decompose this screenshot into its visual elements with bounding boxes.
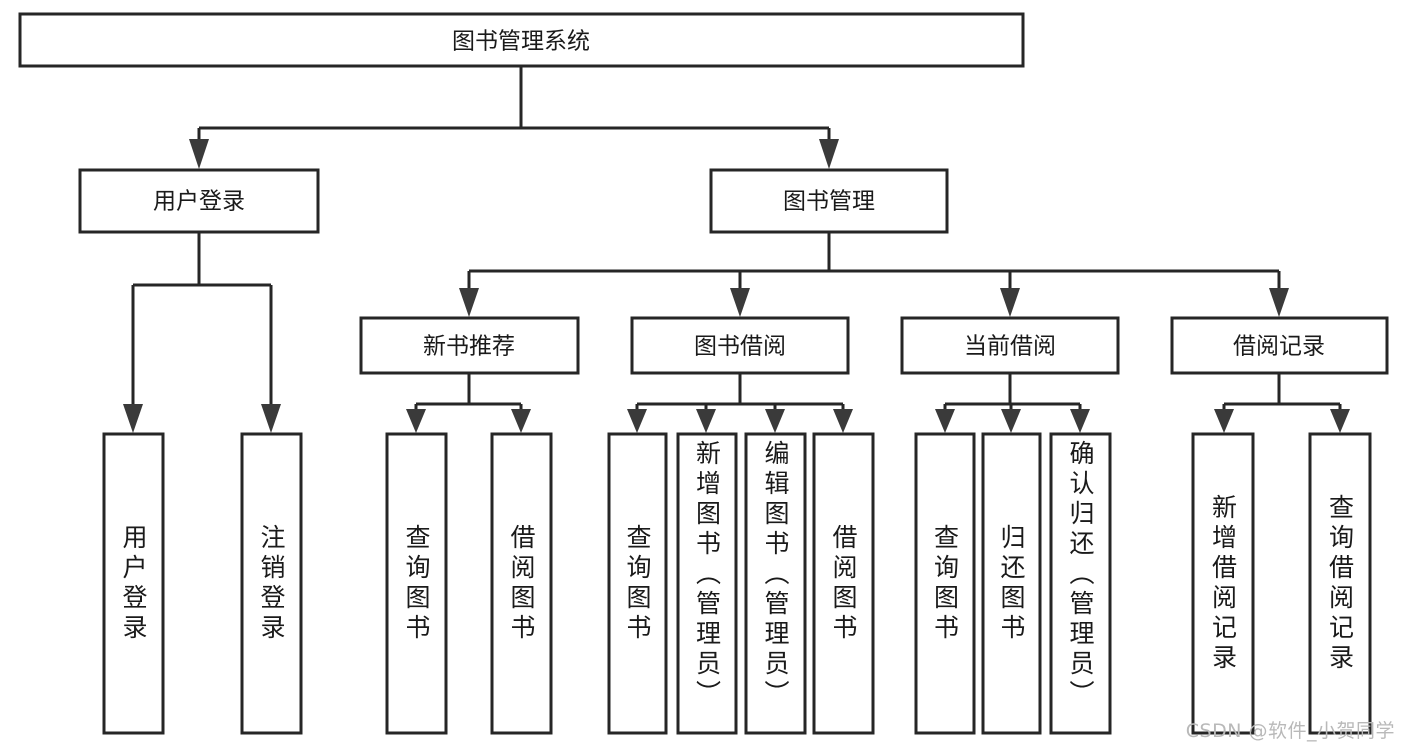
leaf-box-add-borrow-record[interactable] [1191,432,1255,735]
leaf-box-borrow-book-newbook[interactable] [490,432,553,735]
node-borrow-record-box[interactable] [1170,316,1389,375]
leaf-box-return-book[interactable] [981,432,1042,735]
leaf-box-edit-book-admin[interactable] [744,432,807,735]
arrow-bookmgmt-c4-icon [1269,288,1289,317]
node-current-borrow-box[interactable] [900,316,1120,375]
arrow-current-leaf2-icon [1001,409,1021,433]
node-root-box[interactable] [18,12,1025,68]
leaf-box-borrow-book[interactable] [812,432,875,735]
leaf-box-group [102,432,1372,735]
node-user-login-box[interactable] [78,168,320,234]
watermark-text: CSDN @软件_小贺同学 [1185,720,1395,742]
arrow-newbook-leaf2-icon [511,409,531,433]
leaf-box-query-book-borrow[interactable] [607,432,668,735]
connector-group [123,66,1350,433]
arrow-login-leaf2-icon [261,404,281,433]
node-book-management[interactable]: 图书管理 [709,168,949,234]
node-current-borrow-label: 当前借阅 [964,334,1056,360]
leaf-box-add-book-admin[interactable] [676,432,738,735]
arrow-current-leaf3-icon [1070,409,1090,433]
leaf-box-query-book-current[interactable] [914,432,976,735]
arrow-borrow-leaf3-icon [765,409,785,433]
node-borrow-record[interactable]: 借阅记录 [1170,316,1389,375]
node-book-management-label: 图书管理 [783,189,875,215]
arrow-root-to-login-icon [189,139,209,169]
node-new-book-recommend-label: 新书推荐 [423,334,515,360]
arrow-bookmgmt-c2-icon [730,288,750,317]
leaf-box-confirm-return-admin[interactable] [1049,432,1112,735]
node-borrow-record-label: 借阅记录 [1233,334,1325,360]
arrow-bookmgmt-c1-icon [459,288,479,317]
arrow-record-leaf2-icon [1330,409,1350,433]
node-book-borrow[interactable]: 图书借阅 [630,316,850,375]
node-book-borrow-box[interactable] [630,316,850,375]
node-book-borrow-label: 图书借阅 [694,334,786,360]
arrow-record-leaf1-icon [1214,409,1234,433]
node-user-login-label: 用户登录 [153,189,245,215]
arrow-borrow-leaf1-icon [627,409,647,433]
node-user-login[interactable]: 用户登录 [78,168,320,234]
arrow-newbook-leaf1-icon [406,409,426,433]
leaf-box-user-login[interactable] [102,432,165,735]
arrow-borrow-leaf4-icon [833,409,853,433]
arrow-root-to-bookmgmt-icon [819,139,839,169]
node-current-borrow[interactable]: 当前借阅 [900,316,1120,375]
arrow-current-leaf1-icon [935,409,955,433]
arrow-bookmgmt-c3-icon [1000,288,1020,317]
node-book-management-box[interactable] [709,168,949,234]
node-new-book-recommend-box[interactable] [359,316,580,375]
leaf-box-query-book-newbook[interactable] [385,432,448,735]
leaf-box-logout[interactable] [240,432,303,735]
node-root[interactable]: 图书管理系统 [18,12,1025,68]
leaf-box-query-borrow-record[interactable] [1308,432,1372,735]
node-root-label: 图书管理系统 [452,29,590,55]
arrow-borrow-leaf2-icon [696,409,716,433]
arrow-login-leaf1-icon [123,404,143,433]
node-new-book-recommend[interactable]: 新书推荐 [359,316,580,375]
